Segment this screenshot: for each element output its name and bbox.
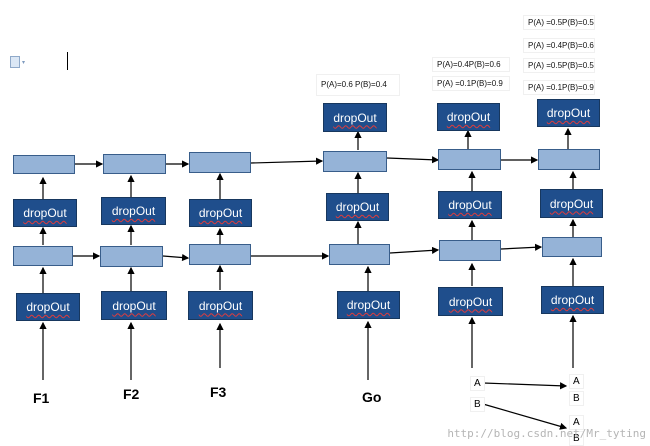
input-label-f3: F3 (210, 384, 227, 400)
prob-col6-2: P(A) =0.5P(B)=0.5 (523, 58, 595, 73)
prob-col5-1: P(A) =0.1P(B)=0.9 (432, 76, 510, 91)
bottom-cell-5 (439, 240, 501, 261)
top-cell-6 (538, 149, 600, 170)
prob-col6-1: P(A) =0.4P(B)=0.6 (523, 38, 595, 53)
dropout-top-4: dropOut (323, 103, 387, 132)
token-target-bottom-b: B (569, 431, 584, 446)
top-cell-2 (103, 154, 166, 174)
watermark: http://blog.csdn.net/Mr_tyting (447, 427, 646, 440)
dropout-top-6: dropOut (537, 99, 600, 127)
token-target-bottom-a: A (569, 415, 584, 430)
input-label-f1: F1 (33, 390, 50, 406)
bottom-cell-2 (100, 246, 163, 267)
document-icon (10, 56, 20, 68)
dropout-middle-6: dropOut (540, 189, 603, 218)
dropout-lower-4: dropOut (337, 291, 400, 319)
prob-col6-0: P(A) =0.5P(B)=0.5 (523, 15, 595, 30)
token-source-b: B (470, 397, 485, 412)
token-source-a: A (470, 376, 485, 391)
dropout-middle-5: dropOut (438, 191, 502, 219)
dropout-top-5: dropOut (437, 103, 500, 131)
top-cell-5 (438, 149, 501, 170)
token-target-top-b: B (569, 391, 584, 406)
dropout-middle-4: dropOut (326, 193, 389, 221)
prob-col6-3: P(A) =0.1P(B)=0.9 (523, 80, 595, 95)
dropout-middle-2: dropOut (101, 197, 166, 225)
bottom-cell-1 (13, 246, 73, 266)
dropout-middle-3: dropOut (189, 199, 252, 227)
text-cursor (67, 52, 68, 70)
bottom-cell-3 (189, 244, 251, 265)
dropdown-caret-icon: ▾ (22, 60, 26, 66)
dropout-lower-3: dropOut (188, 291, 253, 320)
input-label-go: Go (362, 389, 382, 405)
input-label-f2: F2 (123, 386, 140, 402)
top-cell-1 (13, 155, 75, 174)
prob-col5-0: P(A)=0.4P(B)=0.6 (432, 57, 510, 72)
dropout-middle-1: dropOut (13, 199, 77, 227)
bottom-cell-4 (329, 244, 390, 265)
dropout-lower-6: dropOut (541, 286, 604, 314)
dropout-lower-2: dropOut (101, 291, 167, 320)
bottom-cell-6 (542, 237, 602, 257)
top-cell-3 (189, 152, 251, 173)
dropout-lower-5: dropOut (438, 287, 503, 316)
top-cell-4 (323, 151, 387, 172)
dropout-lower-1: dropOut (16, 293, 80, 321)
prob-col4-0: P(A)=0.6 P(B)=0.4 (316, 74, 400, 96)
token-target-top-a: A (569, 374, 584, 389)
